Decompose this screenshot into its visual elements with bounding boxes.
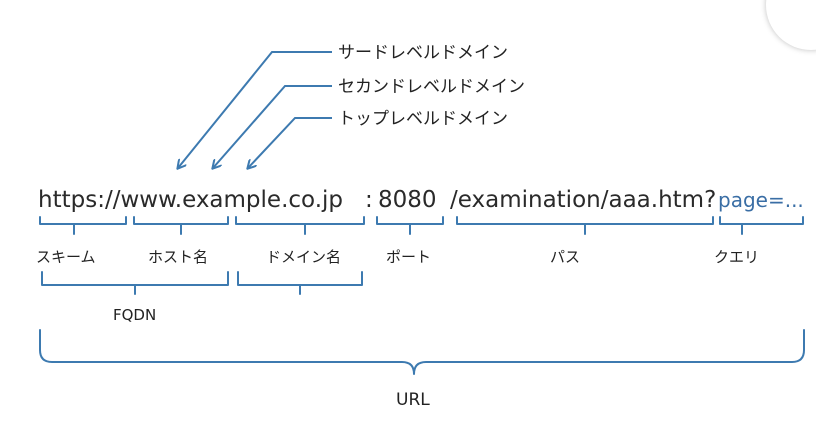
second-level-domain-label: セカンドレベルドメイン [338, 77, 525, 97]
query-brace [719, 216, 804, 235]
url-path-text: /examination/aaa.htm? [450, 187, 716, 213]
port-label: ポート [386, 248, 431, 266]
url-query-text: page=... [718, 188, 804, 212]
url-scheme-host-text: https://www.example.co.jp [38, 187, 343, 213]
path-label: パス [550, 248, 580, 266]
url-colon-text: : [365, 187, 373, 213]
top-level-arrow [248, 117, 332, 168]
fqdn-label: FQDN [113, 306, 156, 324]
fqdn-brace [41, 271, 229, 295]
url-port-text: 8080 [378, 187, 437, 213]
domain-lower-brace [237, 271, 363, 295]
second-level-arrow [213, 85, 332, 168]
port-brace [376, 216, 444, 235]
domain-brace [235, 216, 365, 235]
host-label: ホスト名 [148, 248, 208, 266]
path-brace [456, 216, 714, 235]
third-level-arrow [178, 51, 332, 168]
scheme-label: スキーム [36, 248, 96, 266]
url-label: URL [396, 390, 430, 410]
query-label: クエリ [714, 248, 759, 266]
url-brace [39, 329, 805, 375]
domain-label: ドメイン名 [266, 248, 341, 266]
host-brace [133, 216, 229, 235]
scheme-brace [39, 216, 127, 235]
third-level-domain-label: サードレベルドメイン [338, 43, 508, 63]
top-level-domain-label: トップレベルドメイン [338, 109, 508, 129]
